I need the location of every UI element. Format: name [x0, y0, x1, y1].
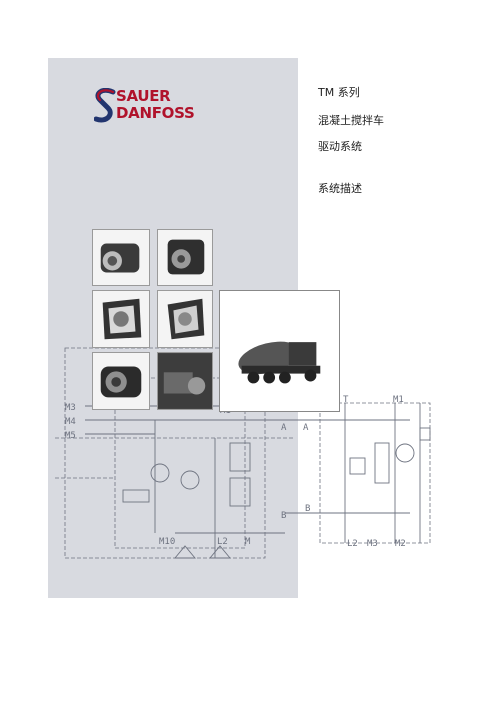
- label-m5: M5: [65, 431, 76, 441]
- photo-control-2: [157, 290, 213, 348]
- photo-motor-3: [92, 352, 150, 410]
- photo-control-1: [92, 290, 150, 348]
- label-port-b: B: [281, 511, 286, 521]
- title-line-3: 驱动系统: [318, 140, 362, 153]
- label-port-t: T: [343, 395, 349, 405]
- title-line-2: 混凝土搅拌车: [318, 114, 384, 127]
- label-l2-right: L2: [347, 539, 358, 549]
- label-port-a2: A: [303, 423, 309, 433]
- photo-motor-2: [157, 229, 213, 286]
- logo-s-icon: [94, 88, 116, 123]
- label-m-bottom: M: [245, 537, 251, 547]
- label-m10: M10: [159, 537, 175, 547]
- document-subtitle: 系统描述: [318, 182, 362, 195]
- sauer-danfoss-logo: SAUER DANFOSS: [94, 86, 216, 126]
- label-m3-right: M3: [367, 539, 378, 549]
- label-port-b2: B: [305, 504, 310, 514]
- label-m4: M4: [65, 417, 76, 427]
- photo-mixer-truck: [219, 290, 340, 412]
- photo-installation: [157, 352, 213, 410]
- label-l2: L2: [217, 537, 228, 547]
- label-m3: M3: [65, 403, 76, 413]
- label-m2-right: M2: [395, 539, 406, 549]
- photo-motor-1: [92, 229, 150, 286]
- logo-word-sauer: SAUER: [116, 87, 171, 105]
- series-title: TM 系列: [318, 86, 360, 99]
- label-m1-right: M1: [393, 395, 404, 405]
- label-port-a: A: [281, 423, 287, 433]
- logo-word-danfoss: DANFOSS: [116, 104, 195, 122]
